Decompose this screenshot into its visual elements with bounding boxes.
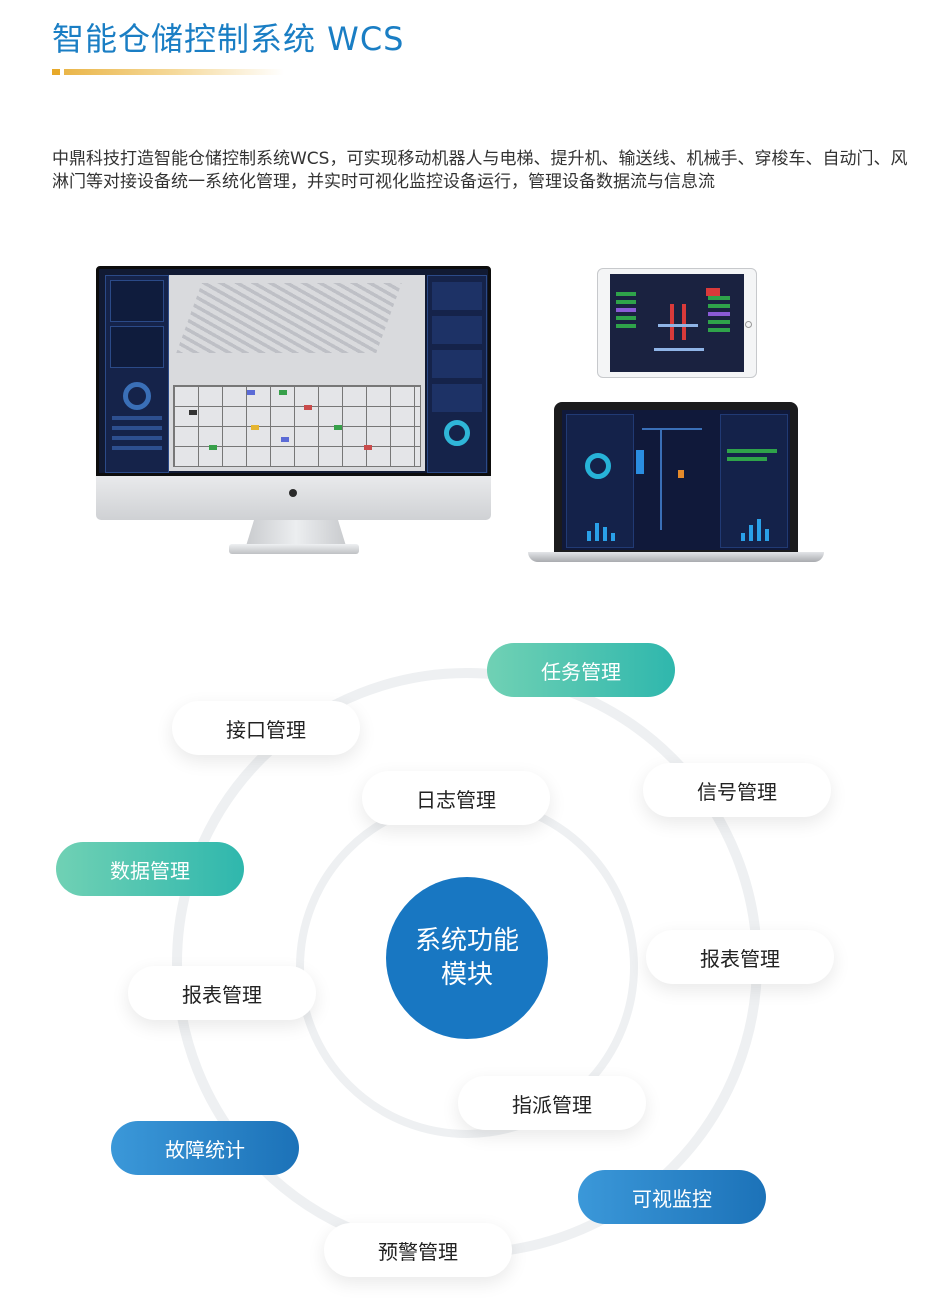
module-log-management: 日志管理 (362, 771, 550, 825)
donut-chart-icon (123, 382, 151, 410)
module-data-management: 数据管理 (56, 842, 244, 896)
desktop-monitor-image (96, 266, 491, 558)
module-signal-management: 信号管理 (643, 763, 831, 817)
center-module-label: 系统功能 模块 (414, 926, 519, 990)
page-title: 智能仓储控制系统 WCS (52, 20, 405, 58)
module-dispatch-management: 指派管理 (458, 1076, 646, 1130)
dashboard-right-panel (427, 275, 487, 473)
module-visual-monitoring: 可视监控 (578, 1170, 766, 1224)
center-module-circle: 系统功能 模块 (386, 877, 548, 1039)
module-fault-statistics: 故障统计 (111, 1121, 299, 1175)
module-interface-management: 接口管理 (172, 701, 360, 755)
gauge-ring-icon (444, 420, 470, 446)
module-report-management-left: 报表管理 (128, 966, 316, 1020)
desktop-dashboard-screen (96, 266, 491, 476)
camera-dot-icon (289, 489, 297, 497)
dashboard-left-panel (105, 275, 169, 473)
tablet-image (597, 268, 757, 378)
module-warning-management: 预警管理 (324, 1223, 512, 1277)
intro-paragraph: 中鼎科技打造智能仓储控制系统WCS，可实现移动机器人与电梯、提升机、输送线、机械… (52, 149, 908, 192)
module-report-management-right: 报表管理 (646, 930, 834, 984)
laptop-image (528, 402, 824, 564)
tablet-dashboard-screen (610, 274, 744, 372)
module-task-management: 任务管理 (487, 643, 675, 697)
dashboard-track-grid (173, 385, 421, 467)
title-accent-bar (52, 69, 284, 75)
laptop-dashboard-screen (562, 410, 790, 550)
dashboard-warehouse-map (169, 275, 425, 471)
